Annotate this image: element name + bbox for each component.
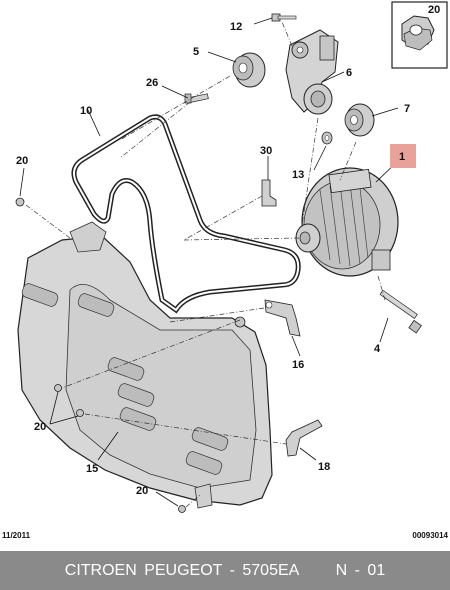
timing-cover-part-15 [17,221,273,509]
accessory-belt-part-10 [71,114,301,314]
callout-6: 6 [346,67,352,79]
callout-18: 18 [318,461,330,473]
callout-10: 10 [80,105,92,117]
bracket-part-16 [264,299,301,337]
callout-7: 7 [404,103,410,115]
stud-part-26 [184,93,209,104]
washer-part-13 [321,131,333,145]
callout-5: 5 [193,46,199,58]
bolt-part-4 [379,289,422,334]
callout-26: 26 [146,77,158,89]
footer-date: 11/2011 [2,531,31,540]
nut-part-20-mid-a [54,384,62,392]
callout-20-mid: 20 [34,421,46,433]
nut-part-20-mid-b [76,409,84,417]
screw-part-12 [271,13,297,22]
nut-part-20-bottom [178,505,186,513]
callout-1-highlight [390,144,416,168]
alternator-part-1 [295,167,399,277]
belt-tensioner-part-6 [285,29,339,115]
callout-30: 30 [260,145,272,157]
pulley-part-7 [344,103,375,137]
callout-4: 4 [374,343,381,355]
bracket-part-18 [285,419,323,457]
footer-title: CITROEN PEUGEOT - 5705EA N - 01 [64,562,386,579]
idler-pulley-part-5 [232,52,266,88]
callout-13: 13 [292,169,304,181]
footer-bar [0,551,450,590]
callout-20-left: 20 [16,155,28,167]
callout-20-bottom: 20 [136,485,148,497]
nut-part-20-left [15,197,25,207]
callout-1: 1 [399,151,405,163]
callout-20-inset: 20 [428,4,440,16]
assembly-lines [25,21,386,508]
callout-16: 16 [292,359,304,371]
callout-12: 12 [230,21,242,33]
inset-box: 20 [391,1,448,69]
bracket-part-30 [261,179,277,207]
callout-15: 15 [86,463,98,475]
footer-doc-number: 00093014 [412,531,448,540]
